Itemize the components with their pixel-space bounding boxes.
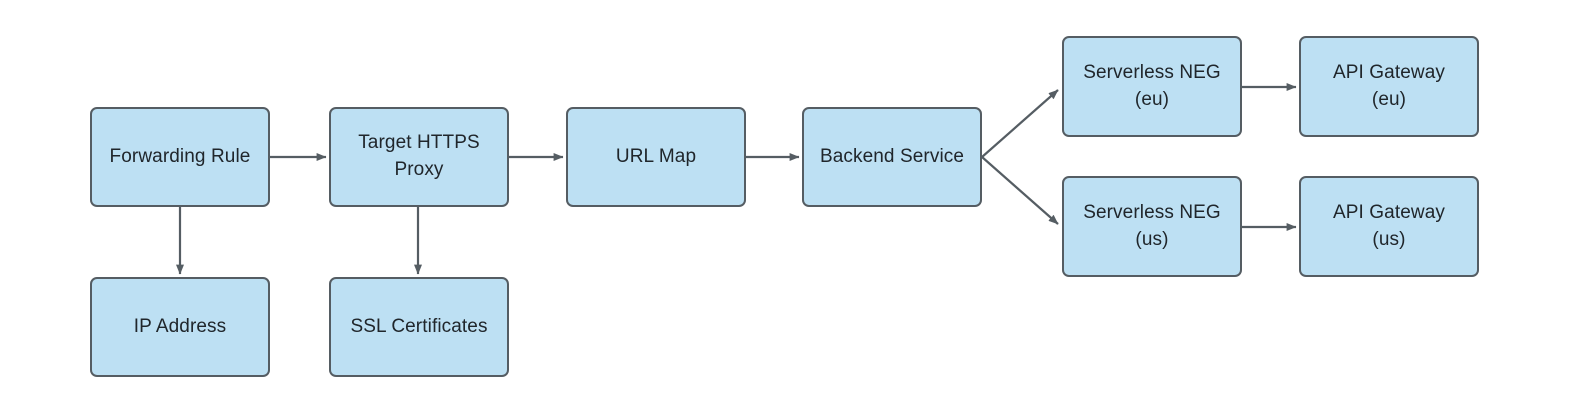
node-forwarding-rule[interactable]: Forwarding Rule (90, 107, 270, 207)
node-api-gateway-eu[interactable]: API Gateway (eu) (1299, 36, 1479, 137)
node-label: URL Map (615, 145, 697, 167)
node-serverless-neg-us[interactable]: Serverless NEG (us) (1062, 176, 1242, 277)
edge-backend-to-neg-eu (981, 89, 1059, 158)
node-target-https-proxy[interactable]: Target HTTPS Proxy (329, 107, 509, 207)
edge-backend-to-neg-us (981, 156, 1059, 225)
node-label: API Gateway (eu) (1333, 61, 1445, 110)
node-ssl-certificates[interactable]: SSL Certificates (329, 277, 509, 377)
node-label: Forwarding Rule (109, 145, 251, 167)
node-label: Backend Service (819, 145, 965, 167)
node-api-gateway-us[interactable]: API Gateway (us) (1299, 176, 1479, 277)
node-label: Serverless NEG (eu) (1083, 61, 1221, 110)
node-label: Target HTTPS Proxy (358, 132, 480, 180)
node-backend-service[interactable]: Backend Service (802, 107, 982, 207)
node-label: API Gateway (us) (1333, 201, 1445, 250)
node-label: Serverless NEG (us) (1083, 201, 1221, 250)
node-ip-address[interactable]: IP Address (90, 277, 270, 377)
node-serverless-neg-eu[interactable]: Serverless NEG (eu) (1062, 36, 1242, 137)
node-label: SSL Certificates (350, 315, 488, 337)
node-url-map[interactable]: URL Map (566, 107, 746, 207)
node-label: IP Address (133, 315, 227, 337)
